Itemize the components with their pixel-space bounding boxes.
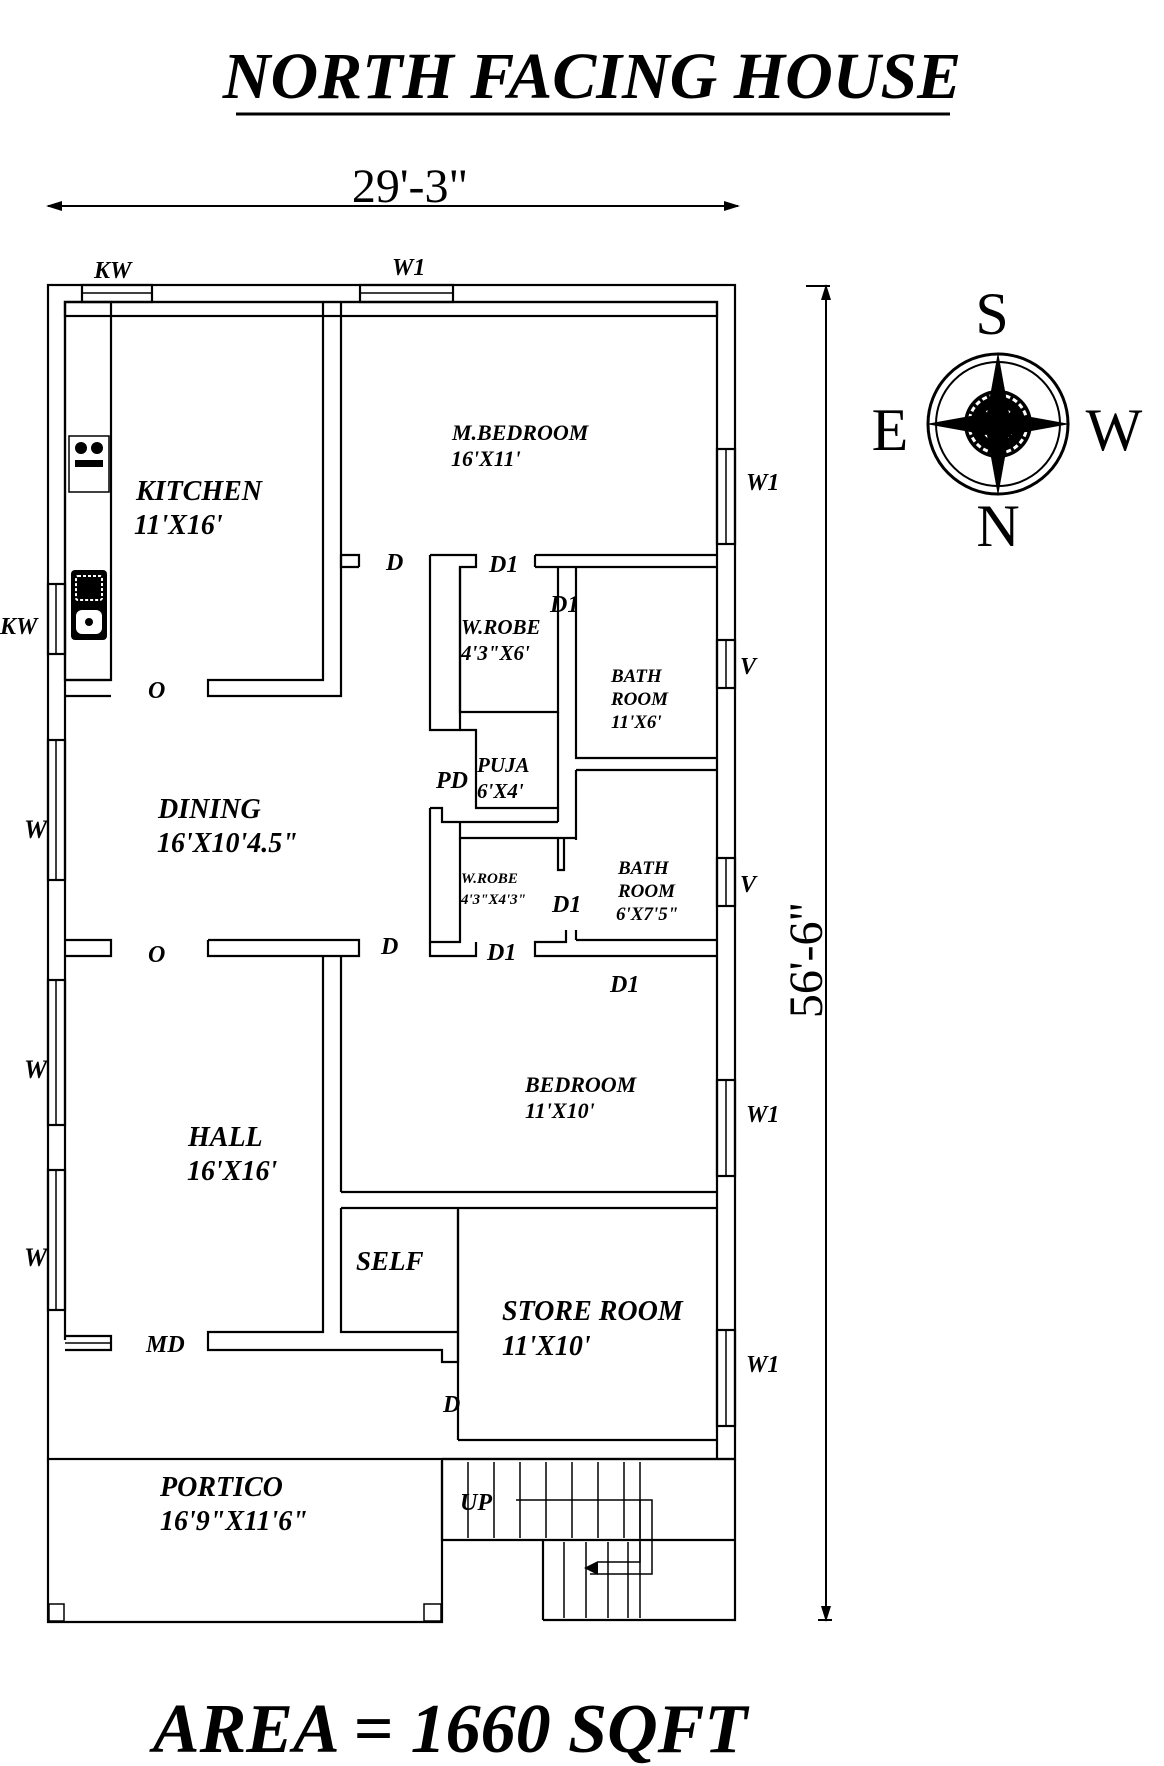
puja-size: 6'X4' bbox=[477, 779, 524, 803]
master-bedroom-size: 16'X11' bbox=[451, 446, 521, 471]
walls bbox=[46, 283, 737, 1624]
compass-right-letter: W bbox=[1086, 397, 1143, 463]
bedroom-size: 11'X10' bbox=[525, 1098, 595, 1123]
o-label-kitchen: O bbox=[148, 678, 165, 704]
d1-label-wrobe2: D1 bbox=[486, 940, 516, 966]
bath2-line1: BATH bbox=[617, 858, 670, 879]
self-name: SELF bbox=[356, 1246, 424, 1276]
master-bedroom-name: M.BEDROOM bbox=[451, 420, 590, 445]
bath1-line1: BATH bbox=[610, 666, 663, 687]
kitchen-name: KITCHEN bbox=[135, 476, 264, 507]
opening-labels: KW KW W1 W1 W1 W1 V V W W W D D1 D1 PD D… bbox=[0, 255, 779, 1516]
hall-name: HALL bbox=[187, 1122, 263, 1153]
d1-label-bath1: D1 bbox=[549, 592, 579, 618]
width-dimension: 29'-3" bbox=[46, 160, 740, 213]
room-labels: KITCHEN 11'X16' M.BEDROOM 16'X11' W.ROBE… bbox=[134, 420, 684, 1537]
bath1-line2: ROOM bbox=[610, 689, 669, 710]
page-title: NORTH FACING HOUSE bbox=[222, 40, 961, 113]
w-label-hall-2: W bbox=[24, 1243, 49, 1272]
dining-size: 16'X10'4.5" bbox=[157, 828, 298, 859]
portico-size: 16'9"X11'6" bbox=[160, 1506, 308, 1537]
portico-name: PORTICO bbox=[159, 1472, 283, 1503]
w1-label-bedroom: W1 bbox=[746, 1102, 779, 1128]
d1-label-bath2: D1 bbox=[551, 892, 581, 918]
dining-name: DINING bbox=[157, 794, 261, 825]
w1-label-mbedroom: W1 bbox=[746, 470, 779, 496]
length-label: 56'-6" bbox=[780, 902, 833, 1018]
w-label-dining: W bbox=[24, 815, 49, 844]
d1-label-mbedroom: D1 bbox=[488, 552, 518, 578]
width-label: 29'-3" bbox=[352, 160, 468, 213]
d-label-mbedroom: D bbox=[385, 550, 403, 576]
bath2-size: 6'X7'5" bbox=[616, 904, 678, 925]
md-label: MD bbox=[145, 1332, 185, 1358]
d1-label-bedroom: D1 bbox=[609, 972, 639, 998]
bedroom-name: BEDROOM bbox=[524, 1072, 638, 1097]
kw-label-left: KW bbox=[0, 614, 39, 640]
bath2-line2: ROOM bbox=[617, 881, 676, 902]
w-label-hall-1: W bbox=[24, 1055, 49, 1084]
wrobe1-size: 4'3"X6' bbox=[460, 641, 530, 665]
d-label-store: D bbox=[442, 1392, 460, 1418]
store-room-size: 11'X10' bbox=[502, 1331, 591, 1362]
area-label: AREA = 1660 SQFT bbox=[149, 1691, 750, 1766]
compass-top-letter: S bbox=[975, 281, 1008, 347]
v-label-bath1: V bbox=[740, 654, 758, 680]
store-room-name: STORE ROOM bbox=[502, 1296, 684, 1327]
length-dimension: 56'-6" bbox=[780, 284, 833, 1622]
staircase bbox=[467, 1462, 653, 1620]
puja-name: PUJA bbox=[476, 753, 530, 777]
d-label-bedroom: D bbox=[380, 934, 398, 960]
pd-label: PD bbox=[435, 768, 468, 794]
compass: S E W N bbox=[872, 281, 1143, 559]
wrobe2-name: W.ROBE bbox=[461, 871, 518, 887]
up-label: UP bbox=[460, 1490, 492, 1516]
bath1-size: 11'X6' bbox=[611, 712, 662, 733]
kw-label-top: KW bbox=[93, 258, 133, 284]
wrobe2-size: 4'3"X4'3" bbox=[460, 892, 526, 908]
compass-left-letter: E bbox=[872, 397, 909, 463]
w1-label-store: W1 bbox=[746, 1352, 779, 1378]
kitchen-size: 11'X16' bbox=[134, 510, 223, 541]
compass-bottom-letter: N bbox=[976, 493, 1019, 559]
v-label-bath2: V bbox=[740, 872, 758, 898]
w1-label-top: W1 bbox=[392, 255, 425, 281]
wrobe1-name: W.ROBE bbox=[461, 615, 541, 639]
hall-size: 16'X16' bbox=[187, 1156, 277, 1187]
o-label-hall: O bbox=[148, 942, 165, 968]
